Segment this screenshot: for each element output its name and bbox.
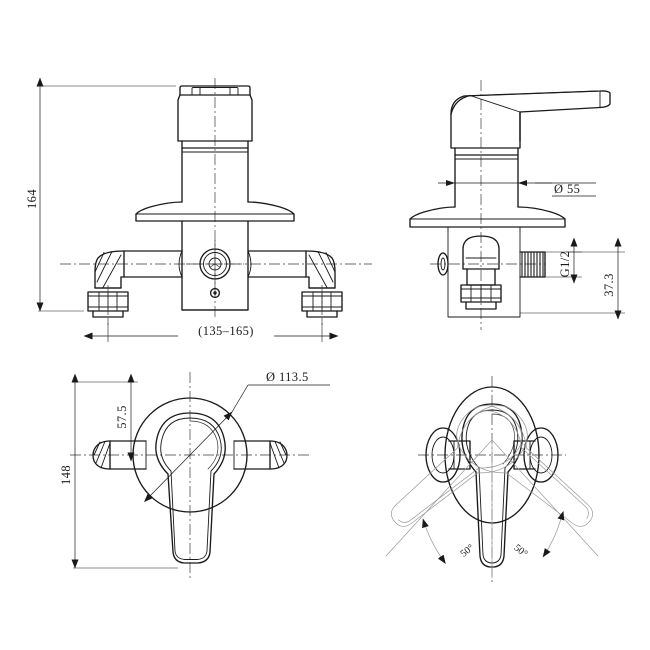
dimension-label-d113-5: Ø 113.5 [266, 370, 309, 384]
front-barrel [181, 140, 249, 203]
dimension-label-g12: G1/2 [558, 251, 572, 278]
side-body-outline [447, 226, 521, 318]
side-left-inlet-end [437, 252, 449, 276]
front-left-inlet-assembly [87, 250, 183, 325]
front-escutcheon-plate [135, 201, 295, 222]
dimension-label-angle-right: 50° [512, 542, 530, 559]
dimension-label-148: 148 [59, 465, 73, 485]
side-escutcheon-plate [409, 206, 566, 228]
side-elevation-view: Ø 55 G1/2 37.3 [409, 80, 625, 330]
dimension-label-164: 164 [25, 189, 39, 209]
thread-hatching [521, 252, 544, 277]
side-threaded-nipple [519, 251, 546, 278]
side-barrel [454, 147, 519, 208]
handle-swing-view: 50° 50° [385, 376, 599, 582]
dimension-label-d55: Ø 55 [554, 182, 580, 196]
swing-angle-construction [385, 439, 599, 579]
swing-ghost-handle-left [456, 405, 593, 527]
top-lever-handle [155, 412, 226, 564]
dimension-depth-37-3: 37.3 [520, 237, 625, 320]
dimension-offset-57-5: 57.5 [72, 373, 138, 462]
dimension-spread-135-165: (135–165) [83, 320, 339, 342]
front-mixer-body [181, 220, 249, 311]
swing-right-inlet [513, 427, 559, 483]
dimension-label-57-5: 57.5 [115, 405, 129, 428]
dimension-height-164: 164 [25, 77, 176, 312]
dimension-thread-g12: G1/2 [545, 237, 582, 284]
dimension-label-angle-left: 50° [459, 542, 477, 559]
top-plan-view: Ø 113.5 57.5 148 [59, 370, 330, 580]
front-top-cap [177, 85, 253, 142]
front-right-inlet-assembly [247, 250, 343, 325]
dimension-label-135-165: (135–165) [198, 324, 254, 338]
front-drain-plug [209, 287, 221, 299]
swing-left-inlet [425, 427, 471, 483]
dimension-label-37-3: 37.3 [602, 273, 616, 296]
dimension-width-148: 148 [59, 373, 178, 569]
front-elevation-view: 164 (135–165) [25, 77, 372, 342]
dimension-diameter-113-5: Ø 113.5 [144, 370, 330, 503]
front-check-valve-rosette [186, 240, 244, 290]
dimension-diameter-55: Ø 55 [438, 170, 596, 197]
swing-ghost-handle-right [391, 405, 528, 527]
side-lever-handle [450, 90, 611, 149]
side-dome-valve [460, 235, 502, 310]
top-right-inlet [233, 440, 288, 470]
top-left-inlet [92, 440, 147, 470]
